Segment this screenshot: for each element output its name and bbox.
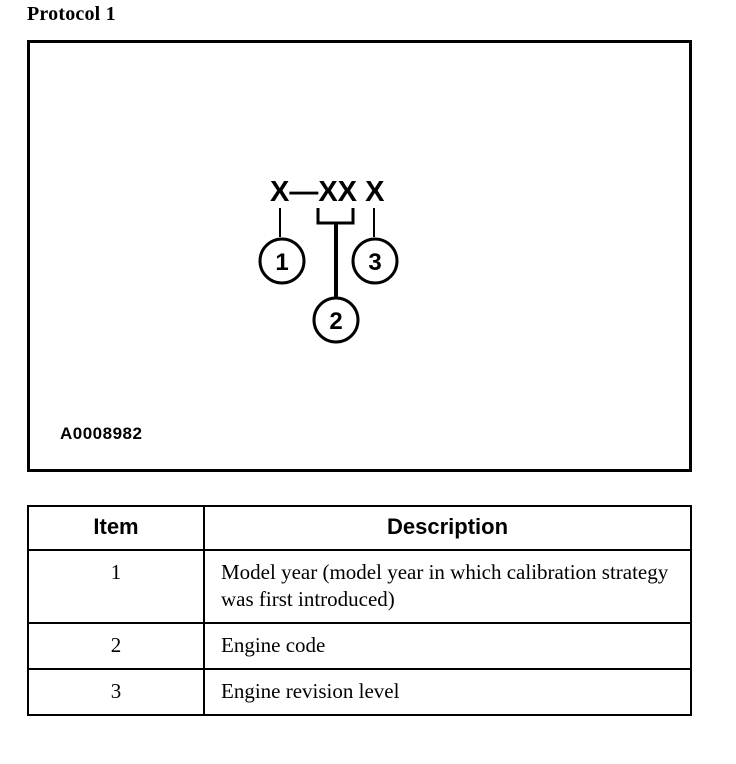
table-row: 1 Model year (model year in which calibr… (27, 549, 692, 624)
callout-circle-3 (351, 237, 399, 285)
table-row: 2 Engine code (27, 622, 692, 670)
cell-item-number: 1 (27, 549, 205, 624)
table-row: 3 Engine revision level (27, 668, 692, 716)
callout-label-1: 1 (275, 249, 288, 276)
column-header-item: Item (27, 505, 205, 551)
callout-circle-1 (258, 237, 306, 285)
cell-item-description: Engine revision level (203, 668, 692, 716)
figure-id-label: A0008982 (60, 424, 142, 443)
callout-circle-2 (312, 296, 360, 344)
cell-item-number: 2 (27, 622, 205, 670)
page-title: Protocol 1 (27, 3, 116, 25)
cell-item-description: Engine code (203, 622, 692, 670)
figure-box: X—XX X 1 3 2 A0008982 (27, 40, 692, 472)
bracket-engine-code (316, 208, 355, 225)
table-header-row: Item Description (27, 505, 692, 551)
cell-item-number: 3 (27, 668, 205, 716)
callout-label-3: 3 (368, 249, 381, 276)
legend-table: Item Description 1 Model year (model yea… (27, 505, 692, 716)
column-header-description: Description (203, 505, 692, 551)
cell-item-description: Model year (model year in which calibrat… (203, 549, 692, 624)
callout-label-2: 2 (329, 308, 342, 335)
code-string-text: X—XX X (270, 176, 385, 208)
calibration-code-diagram: X—XX X 1 3 2 A0008982 (60, 176, 399, 443)
